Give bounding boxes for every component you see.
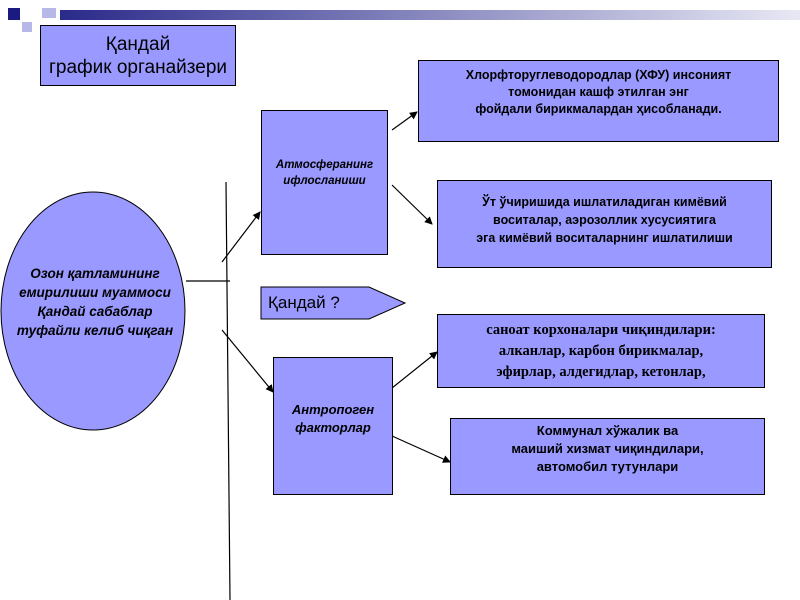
industrial-line: саноат корхоналари чиқиндилари: — [486, 321, 716, 338]
chemicals-line: Ўт ўчиришида ишлатиладиган кимёвий — [482, 195, 727, 209]
atmosphere-line: ифлосланиши — [283, 174, 366, 187]
communal-line: автомобил тутунлари — [536, 458, 679, 474]
chemicals-box: Ўт ўчиришида ишлатиладиган кимёвий восит… — [437, 180, 772, 268]
arrow-label: Қандай ? — [268, 293, 340, 312]
communal-box: Коммунал хўжалик ва маиший хизмат чиқинд… — [450, 418, 765, 495]
ellipse-text: Озон қатламининг емирилиши муаммоси Қанд… — [0, 262, 190, 342]
atmosphere-box: Атмосферанинг ифлосланиши — [261, 110, 388, 255]
industrial-line: алканлар, карбон бирикмалар, — [498, 342, 704, 359]
header-gradient-bar — [60, 10, 800, 20]
cfc-box: Хлорфторуглеводородлар (ХФУ) инсоният то… — [418, 60, 779, 142]
ellipse-line: емирилиши муаммоси — [19, 285, 171, 300]
title-line: Қандай — [105, 33, 171, 55]
atmosphere-line: Атмосферанинг — [275, 158, 374, 171]
vertical-divider-line — [225, 181, 231, 600]
arrow-to-communal — [391, 435, 451, 463]
industrial-line: эфирлар, алдегидлар, кетонлар, — [496, 363, 706, 380]
ellipse-line: туфайли келиб чиқган — [16, 323, 174, 338]
chemicals-line: воситалар, аэрозоллик хусусиятига — [493, 213, 716, 227]
anthropogenic-line: факторлар — [295, 420, 371, 435]
arrow-to-anthropogenic — [221, 329, 274, 393]
ellipse-line: Озон қатламининг — [30, 266, 160, 281]
cfc-line: фойдали бирикмалардан ҳисобланади. — [475, 101, 722, 116]
decor-square — [42, 8, 56, 18]
arrow-label-shape — [260, 286, 407, 320]
arrow-to-chemicals — [391, 184, 433, 225]
chemicals-line: эга кимёвий воситаларнинг ишлатилиши — [476, 231, 733, 245]
industrial-box: саноат корхоналари чиқиндилари: алканлар… — [437, 314, 765, 388]
anthropogenic-line: Антропоген — [291, 402, 375, 417]
communal-line: маиший хизмат чиқиндилари, — [511, 440, 704, 456]
title-box: Қандай график органайзери — [40, 25, 236, 86]
arrow-to-atmosphere — [221, 211, 261, 263]
anthropogenic-box: Антропоген факторлар — [273, 357, 393, 495]
arrow-to-cfc — [391, 111, 418, 131]
decor-square — [8, 8, 20, 20]
decor-square — [22, 22, 32, 32]
problem-ellipse — [0, 191, 186, 431]
arrow-to-industrial — [391, 351, 438, 389]
communal-line: Коммунал хўжалик ва — [536, 422, 679, 438]
cfc-line: Хлорфторуглеводородлар (ХФУ) инсоният — [465, 67, 732, 82]
ellipse-line: Қандай сабаблар — [37, 304, 153, 319]
cfc-line: томонидан кашф этилган энг — [508, 84, 689, 99]
title-line: график органайзери — [48, 56, 228, 78]
